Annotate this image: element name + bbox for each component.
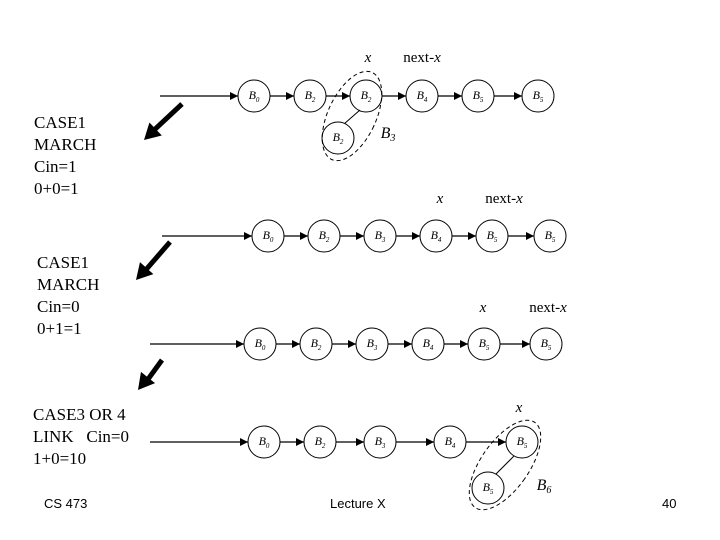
- tree-node-label: B0: [263, 228, 274, 244]
- case-line: 1+0=10: [33, 449, 87, 468]
- tree-node-label: B4: [423, 336, 434, 352]
- pointer-x-label: x: [436, 191, 444, 207]
- transition-arrow-head: [144, 122, 162, 140]
- tree-node: [505, 425, 539, 459]
- case-line: Cin=0: [37, 297, 80, 316]
- tree-node: [363, 219, 397, 253]
- pointer-x-label: x: [515, 400, 523, 416]
- pointer-x-label: x: [479, 300, 487, 316]
- merged-tree-outline: [321, 70, 383, 162]
- merged-tree-outline: [468, 419, 542, 511]
- tree-node-label: B0: [259, 434, 270, 450]
- tree-node: [475, 219, 509, 253]
- tree-node-label: B5: [487, 228, 498, 244]
- tree-edge: [495, 455, 515, 475]
- tree-node-label: B5: [533, 88, 544, 104]
- transition-arrow-head: [136, 262, 154, 280]
- tree-node: [247, 425, 281, 459]
- tree-node-label: B4: [417, 88, 428, 104]
- tree-node-label: B5: [473, 88, 484, 104]
- tree-node-label: B4: [445, 434, 456, 450]
- tree-node: [307, 219, 341, 253]
- tree-node: [471, 471, 505, 505]
- tree-node-label: B5: [483, 480, 494, 496]
- tree-node-label: B0: [255, 336, 266, 352]
- tree-node: [433, 425, 467, 459]
- tree-edge: [343, 109, 361, 125]
- case-line: MARCH: [34, 135, 97, 154]
- case-line: CASE1: [34, 113, 86, 132]
- tree-node: [533, 219, 567, 253]
- tree-node-label: B5: [517, 434, 528, 450]
- tree-node: [321, 121, 355, 155]
- case-line: 0+0=1: [34, 179, 79, 198]
- pointer-x-label: x: [364, 50, 372, 66]
- tree-node-label: B2: [333, 130, 344, 146]
- case-line: LINK Cin=0: [33, 427, 129, 446]
- tree-node: [237, 79, 271, 113]
- tree-node-label: B2: [311, 336, 322, 352]
- case-line: 0+1=1: [37, 319, 82, 338]
- tree-node-label: B5: [545, 228, 556, 244]
- case-label-link: CASE3 OR 4 LINK Cin=0 1+0=10: [33, 404, 129, 470]
- case-line: CASE3 OR 4: [33, 405, 126, 424]
- tree-node-label: B4: [431, 228, 442, 244]
- case-line: MARCH: [37, 275, 100, 294]
- pointer-next-x-label: next-x: [403, 50, 441, 66]
- transition-arrow: [142, 240, 172, 274]
- tree-node-label: B3: [367, 336, 378, 352]
- tree-node-label: B2: [305, 88, 316, 104]
- footer-page-number: 40: [662, 496, 677, 511]
- tree-node-label: B5: [541, 336, 552, 352]
- case-line: Cin=1: [34, 157, 77, 176]
- tree-node: [243, 327, 277, 361]
- pointer-next-x-label: next-x: [485, 191, 523, 207]
- tree-node-label: B3: [375, 228, 386, 244]
- tree-node: [419, 219, 453, 253]
- tree-node: [293, 79, 327, 113]
- tree-node: [303, 425, 337, 459]
- pointer-next-x-label: next-x: [529, 300, 567, 316]
- footer-lecture: Lecture X: [330, 496, 386, 511]
- tree-node: [349, 79, 383, 113]
- tree-node: [461, 79, 495, 113]
- transition-arrow: [150, 102, 184, 134]
- case-line: CASE1: [37, 253, 89, 272]
- tree-node: [363, 425, 397, 459]
- tree-node-label: B3: [375, 434, 386, 450]
- footer-course: CS 473: [44, 496, 88, 511]
- tree-node: [521, 79, 555, 113]
- transition-arrow-head: [138, 371, 156, 390]
- tree-node: [411, 327, 445, 361]
- tree-node: [251, 219, 285, 253]
- tree-node-label: B2: [315, 434, 326, 450]
- tree-node-label: B2: [319, 228, 330, 244]
- tree-node-label: B5: [479, 336, 490, 352]
- merged-tree-label: B6: [537, 477, 552, 497]
- tree-node: [405, 79, 439, 113]
- tree-node: [529, 327, 563, 361]
- merged-tree-label: B3: [381, 125, 396, 145]
- tree-node: [299, 327, 333, 361]
- tree-node-label: B0: [249, 88, 260, 104]
- tree-node: [467, 327, 501, 361]
- tree-node-label: B2: [361, 88, 372, 104]
- tree-node: [355, 327, 389, 361]
